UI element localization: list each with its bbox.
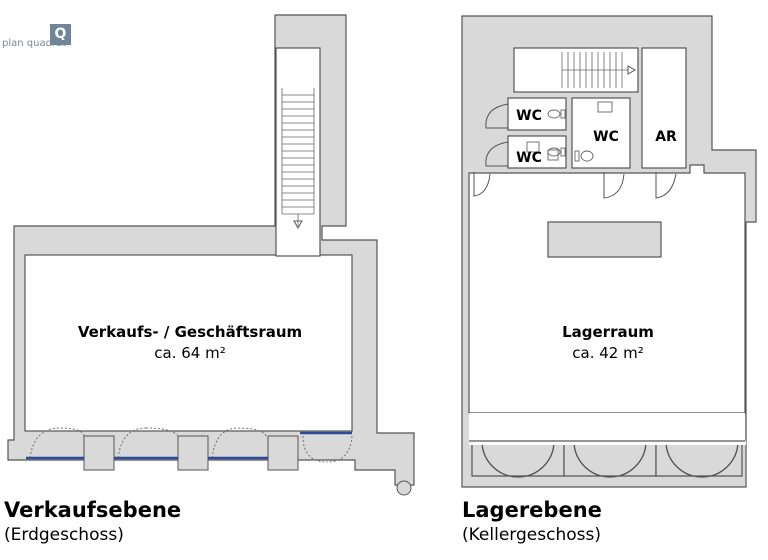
stair-arrow-icon — [627, 65, 637, 75]
storage-room-area: ca. 42 m² — [572, 344, 643, 362]
sales-room-floor — [24, 254, 353, 432]
logo-mark: Q — [50, 24, 71, 45]
basement-plan: WC WC WC AR Lagerraum ca. 42 m² — [461, 15, 757, 488]
sales-room-area: ca. 64 m² — [154, 344, 225, 362]
wc-label-1: WC — [516, 108, 542, 124]
basement-stair-steps — [561, 52, 628, 88]
logo-text: plan quadrat — [2, 38, 67, 49]
ground-stair-steps — [281, 88, 315, 226]
wc-label-2: WC — [516, 150, 542, 166]
sales-room-name: Verkaufs- / Geschäftsraum — [78, 323, 302, 341]
cellar-arches — [469, 440, 746, 478]
wc-room-1 — [507, 97, 567, 131]
storage-room-name: Lagerraum — [562, 323, 654, 341]
basement-subtitle: (Kellergeschoss) — [462, 525, 601, 545]
stair-arrow-icon — [293, 220, 303, 230]
pillar — [267, 435, 299, 471]
ground-floor-plan: Verkaufs- / Geschäftsraum ca. 64 m² — [7, 14, 415, 496]
pillar — [177, 435, 209, 471]
storage-pillar — [547, 221, 662, 258]
storefront-doors — [29, 427, 353, 463]
corner-column — [396, 480, 412, 496]
arch-floor-strip — [469, 413, 745, 441]
ar-room — [641, 47, 687, 169]
storage-room-floor — [468, 164, 746, 414]
wc-label-3: WC — [593, 129, 619, 145]
sink-icon — [526, 101, 613, 161]
basement-title: Lagerebene — [462, 498, 602, 522]
ground-floor-subtitle: (Erdgeschoss) — [4, 525, 124, 545]
storefront-glazing — [26, 431, 352, 460]
pillar — [83, 435, 115, 471]
wc-room-3 — [571, 97, 631, 169]
ground-floor-title: Verkaufsebene — [4, 498, 182, 522]
ar-label: AR — [655, 129, 677, 145]
wc-doors — [473, 103, 677, 199]
